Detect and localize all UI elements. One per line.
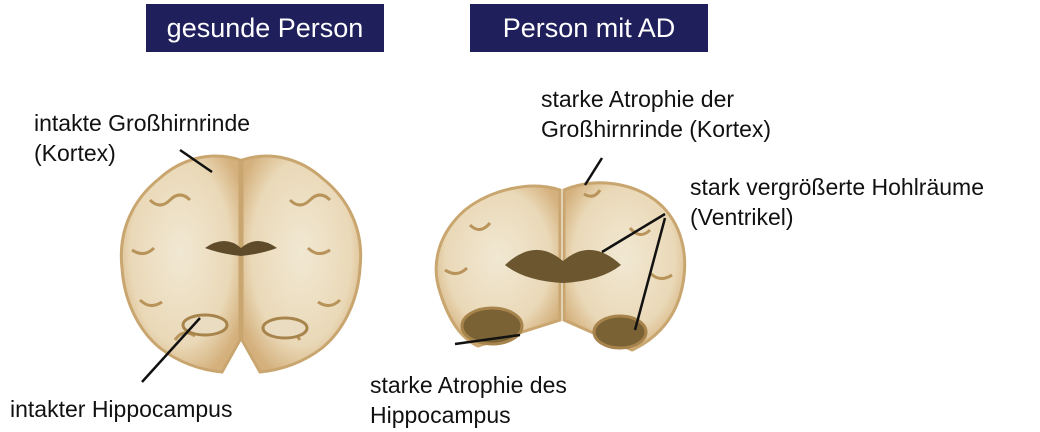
label-healthy-hippocampus-line1: intakter Hippocampus	[10, 394, 232, 424]
label-healthy-cortex-line2: (Kortex)	[34, 138, 250, 168]
healthy-right-hemisphere	[242, 156, 361, 372]
leader-ad-cortex	[585, 158, 602, 185]
label-ad-ventricles-line2: (Ventrikel)	[690, 202, 984, 232]
label-healthy-cortex-line1: intakte Großhirnrinde	[34, 108, 250, 138]
healthy-hippocampus-left	[183, 315, 227, 335]
label-ad-cortex-line2: Großhirnrinde (Kortex)	[541, 114, 771, 144]
label-ad-hippocampus: starke Atrophie des Hippocampus	[370, 370, 567, 430]
label-healthy-cortex: intakte Großhirnrinde (Kortex)	[34, 108, 250, 168]
label-ad-hippocampus-line2: Hippocampus	[370, 400, 567, 430]
label-ad-hippocampus-line1: starke Atrophie des	[370, 370, 567, 400]
label-ad-ventricles: stark vergrößerte Hohlräume (Ventrikel)	[690, 172, 984, 232]
label-ad-cortex: starke Atrophie der Großhirnrinde (Korte…	[541, 84, 771, 144]
label-ad-cortex-line1: starke Atrophie der	[541, 84, 771, 114]
healthy-brain-slice	[121, 156, 360, 372]
ad-brain-slice	[436, 183, 685, 350]
label-healthy-hippocampus: intakter Hippocampus	[10, 394, 232, 424]
healthy-hippocampus-right	[263, 318, 307, 338]
label-ad-ventricles-line1: stark vergrößerte Hohlräume	[690, 172, 984, 202]
